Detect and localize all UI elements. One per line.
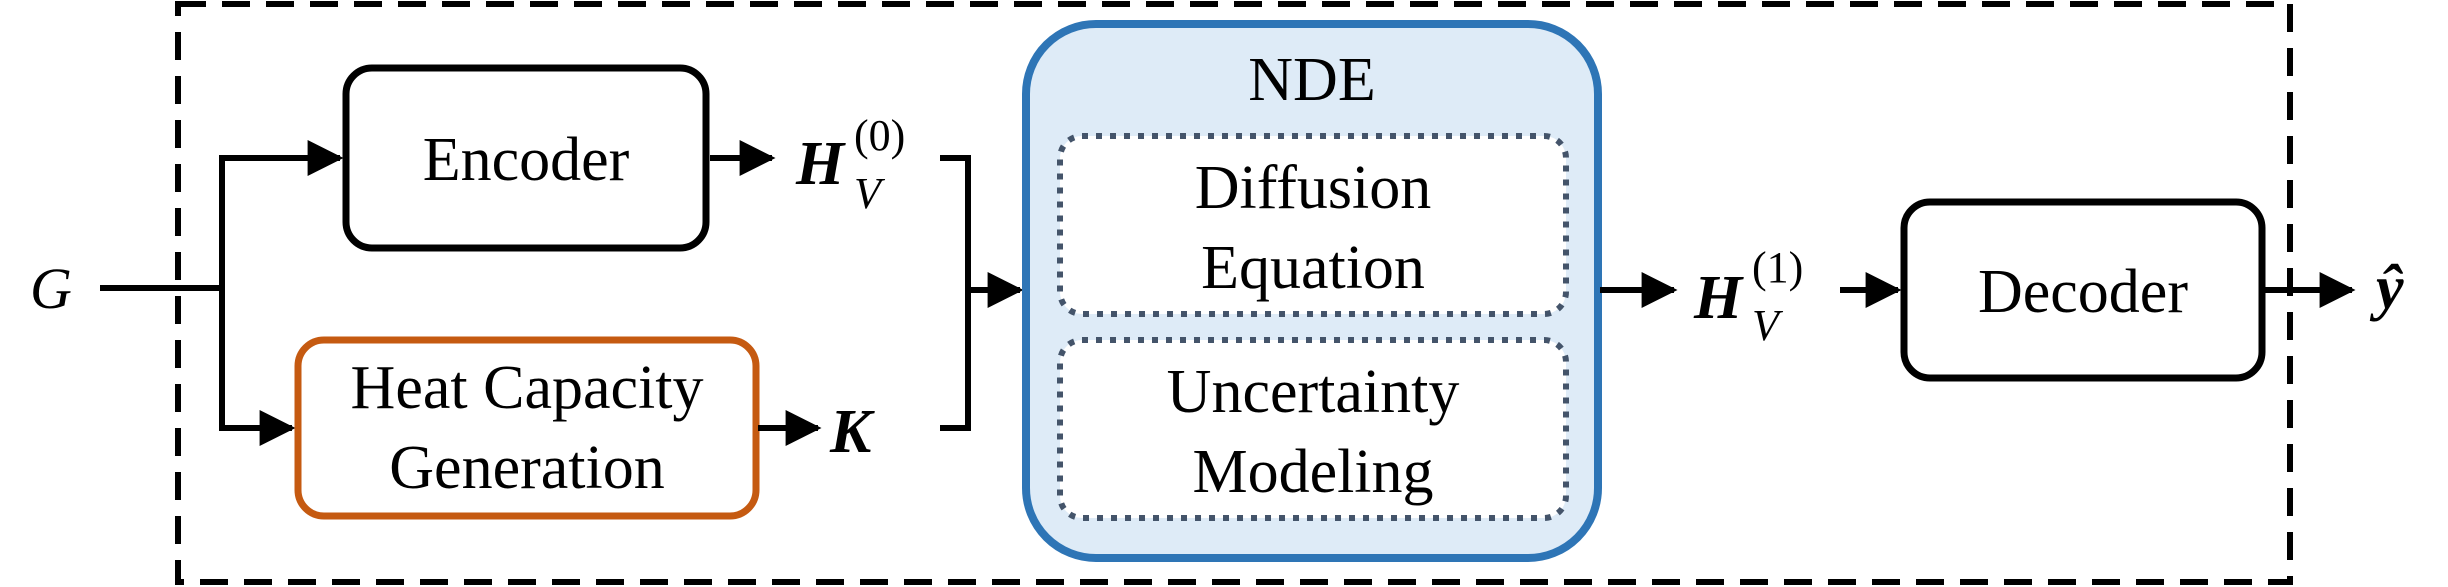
heat-capacity-line1: Heat Capacity	[351, 354, 704, 422]
h1-base: H	[1693, 264, 1744, 332]
uncertainty-line2: Modeling	[1192, 438, 1433, 506]
diffusion-line1: Diffusion	[1195, 154, 1432, 222]
output-y-hat: ŷ	[2369, 254, 2404, 322]
h1-variable: H (1) V	[1693, 243, 1803, 350]
encoder-label: Encoder	[423, 126, 630, 194]
encoder-box	[342, 64, 710, 252]
k-variable: K	[829, 398, 875, 466]
input-g-label: G	[30, 256, 72, 321]
uncertainty-line1: Uncertainty	[1167, 358, 1460, 426]
heat-capacity-box	[294, 336, 760, 520]
merge-connector	[940, 155, 1024, 431]
heat-capacity-line2: Generation	[389, 434, 664, 502]
uncertainty-modeling-box	[1057, 337, 1569, 521]
h0-subscript: V	[854, 169, 886, 218]
h1-subscript: V	[1752, 301, 1784, 350]
decoder-box	[1900, 198, 2266, 382]
diffusion-equation-box	[1057, 133, 1569, 317]
h0-variable: H (0) V	[795, 111, 905, 218]
h1-superscript: (1)	[1752, 243, 1803, 292]
nde-title: NDE	[1248, 46, 1375, 114]
input-split-connector	[100, 140, 344, 446]
h0-superscript: (0)	[854, 111, 905, 160]
decoder-label: Decoder	[1978, 258, 2188, 326]
h0-base: H	[795, 130, 846, 198]
diffusion-line2: Equation	[1201, 234, 1425, 302]
